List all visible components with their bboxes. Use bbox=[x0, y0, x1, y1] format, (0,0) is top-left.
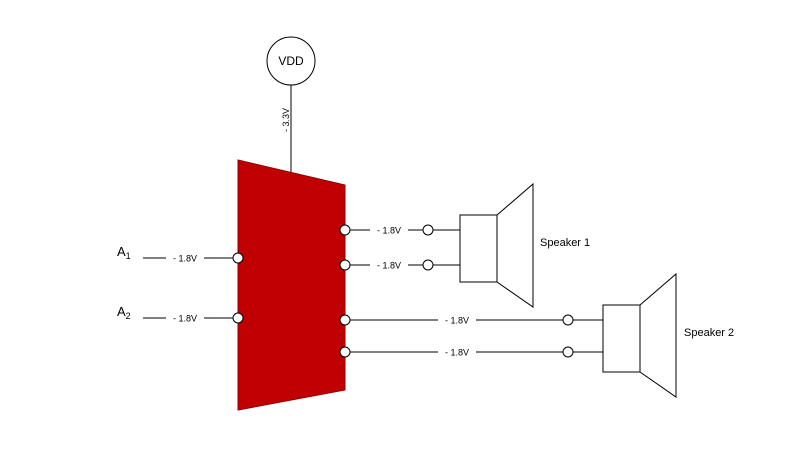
output-wire-4-label: - 1.8V bbox=[445, 348, 469, 358]
vdd-label: VDD bbox=[278, 54, 304, 68]
output-2-amp-terminal bbox=[339, 259, 351, 271]
output-1-amp-terminal bbox=[339, 224, 351, 236]
input-a1-wire-label-bg bbox=[166, 252, 204, 264]
output-3-amp-terminal bbox=[339, 314, 351, 326]
input-a2-sub: 2 bbox=[126, 311, 131, 321]
input-a1-wire-label: - 1.8V bbox=[173, 254, 197, 264]
output-2-speaker-terminal bbox=[422, 259, 434, 271]
input-a1-label: A1 bbox=[117, 244, 131, 261]
input-a2-terminal bbox=[232, 312, 244, 324]
input-a2-wire-label-bg bbox=[166, 312, 204, 324]
input-a2-label: A2 bbox=[117, 304, 131, 321]
speaker1-label: Speaker 1 bbox=[540, 237, 590, 249]
output-4-speaker-terminal bbox=[562, 346, 574, 358]
speaker2-driver-box bbox=[602, 304, 641, 373]
speaker1-driver-box bbox=[459, 214, 498, 283]
vdd-source-circle bbox=[266, 36, 316, 86]
output-3-speaker-terminal bbox=[562, 314, 574, 326]
input-a1-base: A bbox=[117, 244, 126, 259]
speaker2-cone bbox=[639, 272, 677, 398]
speaker2-label: Speaker 2 bbox=[684, 327, 734, 339]
input-a1-sub: 1 bbox=[126, 251, 131, 261]
output-wire-1-label-bg bbox=[370, 224, 408, 236]
output-1-speaker-terminal bbox=[422, 224, 434, 236]
output-4-amp-terminal bbox=[339, 346, 351, 358]
input-a1-terminal bbox=[232, 252, 244, 264]
supply-voltage-label: - 3.3V bbox=[281, 108, 291, 132]
amplifier-block bbox=[237, 159, 346, 411]
speaker1-cone bbox=[496, 182, 534, 308]
input-a2-wire-label: - 1.8V bbox=[173, 314, 197, 324]
output-wire-2-label: - 1.8V bbox=[377, 261, 401, 271]
output-wire-3-label: - 1.8V bbox=[445, 316, 469, 326]
output-wire-3-label-bg bbox=[438, 314, 476, 326]
output-wire-4-label-bg bbox=[438, 346, 476, 358]
output-wire-2-label-bg bbox=[370, 259, 408, 271]
input-a2-base: A bbox=[117, 304, 126, 319]
output-wire-1-label: - 1.8V bbox=[377, 226, 401, 236]
